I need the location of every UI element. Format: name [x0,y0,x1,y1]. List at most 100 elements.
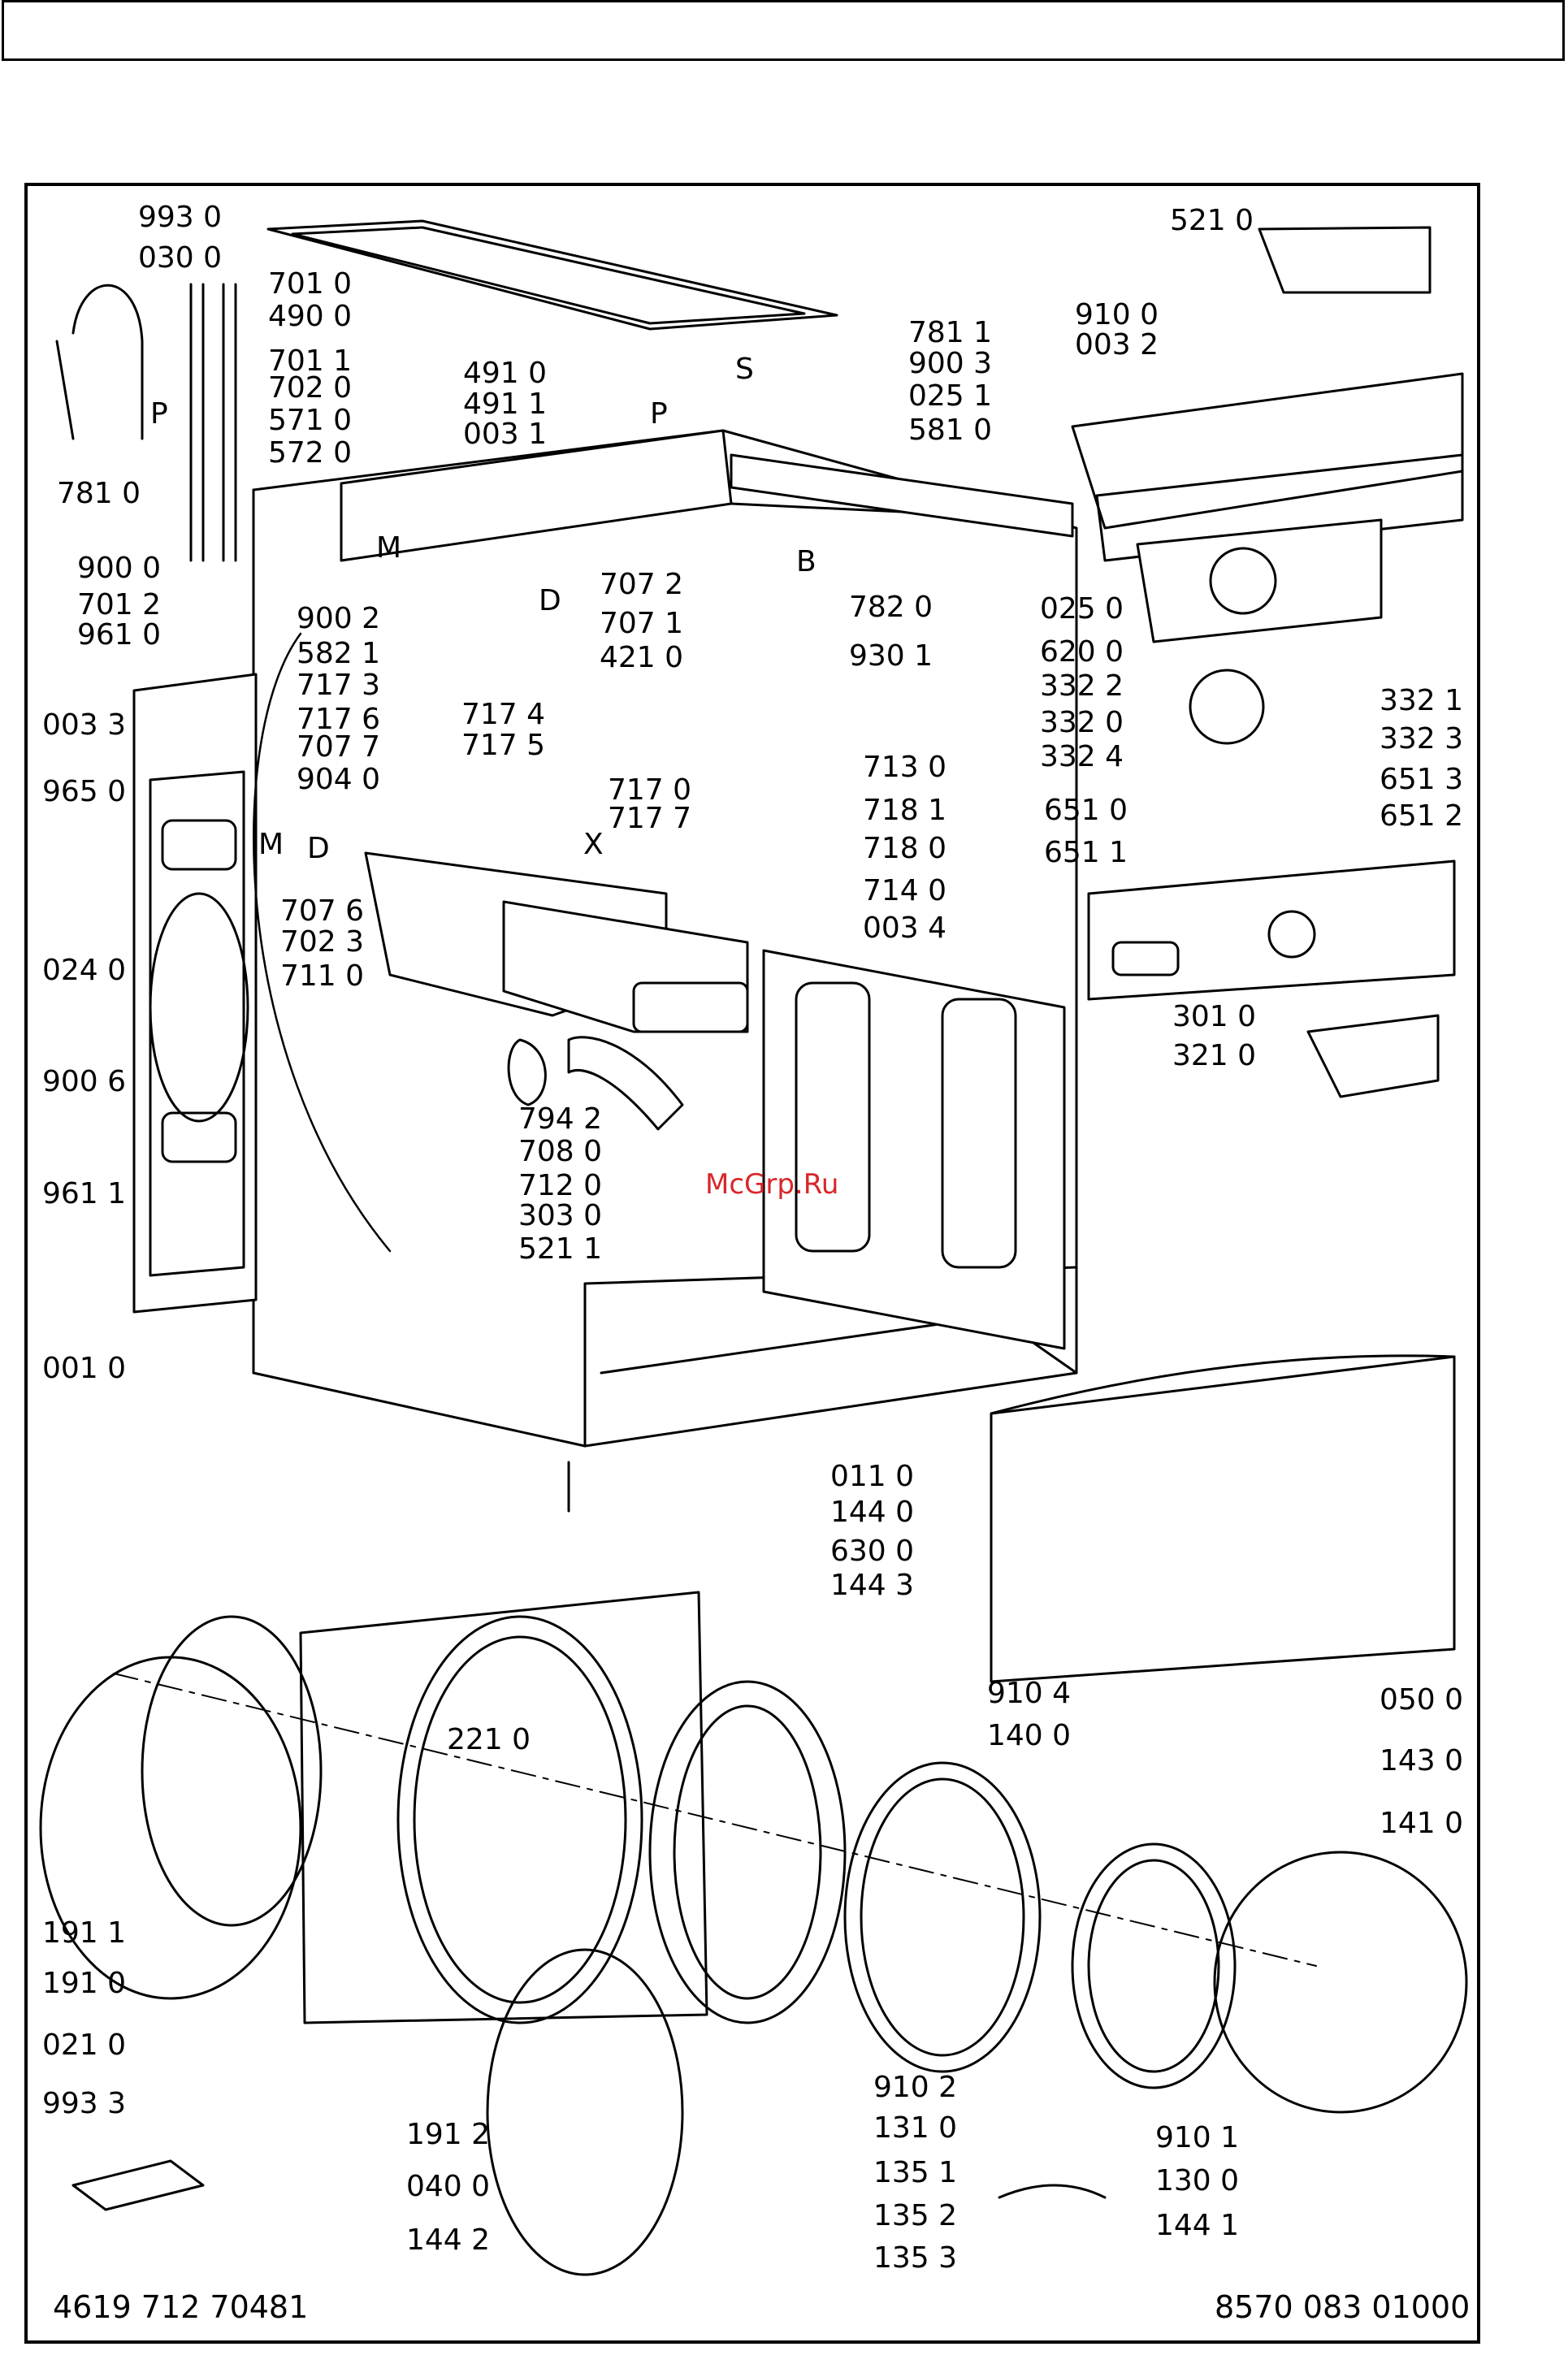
part-label: 135 1 [873,2156,958,2189]
part-label: 900 2 [297,602,381,635]
part-label: 191 1 [42,1916,127,1950]
part-label: 651 0 [1044,794,1128,827]
part-label: 581 0 [908,413,993,447]
part-label: 910 4 [987,1677,1072,1710]
control-panel [1071,226,1464,1098]
part-label: P [150,397,168,431]
part-label: 130 0 [1155,2164,1240,2197]
part-label: 021 0 [42,2028,127,2062]
part-label: 490 0 [268,300,353,333]
part-label: 993 3 [42,2087,127,2120]
part-label: 025 0 [1040,592,1124,626]
part-label: 144 0 [830,1496,915,1529]
part-label: 717 6 [297,703,381,736]
part-label: 900 3 [908,347,993,380]
part-label: 712 0 [518,1169,603,1202]
part-label: 025 1 [908,379,993,413]
part-label: 011 0 [830,1460,915,1493]
part-label: P [650,397,668,431]
front-panel [299,1591,708,2024]
part-label: 571 0 [268,404,353,437]
footer-left-code: 4619 712 70481 [53,2289,309,2325]
part-label: 714 0 [863,874,947,907]
part-label: 620 0 [1040,635,1124,669]
part-label: 131 0 [873,2111,958,2145]
part-label: X [583,828,604,861]
part-label: 630 0 [830,1535,915,1568]
part-label: M [258,828,284,861]
part-label: 491 0 [463,357,548,390]
part-label: 301 0 [1172,1000,1257,1033]
watermark: McGrp.Ru [705,1168,839,1201]
part-label: 332 0 [1040,706,1124,739]
diagram-frame [24,183,1480,2344]
part-label: 521 0 [1170,204,1254,237]
rings [39,1615,1468,2276]
part-label: 651 3 [1380,763,1464,796]
part-label: 651 2 [1380,799,1464,833]
part-label: 303 0 [518,1199,603,1232]
part-label: 717 0 [608,773,692,807]
part-label: 024 0 [42,954,127,987]
part-label: D [539,584,561,617]
part-label: 717 5 [461,729,546,762]
detergent-dispenser [364,851,749,1131]
part-label: 135 2 [873,2199,958,2232]
part-label: 191 0 [42,1967,127,2000]
part-label: 572 0 [268,436,353,470]
part-label: 965 0 [42,775,127,808]
part-label: 900 0 [77,552,162,585]
part-label: 191 2 [406,2118,491,2151]
part-label: M [376,531,402,565]
part-label: 491 1 [463,388,548,421]
part-label: 040 0 [406,2170,491,2203]
part-label: 702 0 [268,371,353,405]
part-label: B [796,545,816,578]
part-label: 332 3 [1380,722,1464,756]
part-label: 782 0 [849,591,933,624]
side-panel [132,673,258,1314]
part-label: D [307,832,330,865]
part-label: 141 0 [1380,1807,1464,1840]
hoses [55,283,237,562]
part-label: 332 1 [1380,684,1464,717]
part-label: 708 0 [518,1135,603,1168]
part-label: 707 6 [280,894,365,928]
part-label: 003 3 [42,708,127,742]
part-label: 050 0 [1380,1683,1464,1717]
part-label: 910 2 [873,2071,958,2104]
part-label: 781 0 [57,477,141,510]
part-label: S [735,353,754,386]
part-label: 651 1 [1044,836,1128,869]
part-label: 144 2 [406,2223,491,2257]
part-label: 144 1 [1155,2209,1240,2242]
part-label: 718 0 [863,832,947,865]
part-label: 910 1 [1155,2121,1240,2154]
part-label: 003 1 [463,418,548,451]
part-label: 701 0 [268,267,353,301]
part-label: 717 4 [461,698,546,731]
part-label: 221 0 [447,1723,531,1756]
part-label: 702 3 [280,925,365,959]
part-label: 582 1 [297,637,381,670]
part-label: 144 3 [830,1569,915,1602]
part-label: 332 4 [1040,740,1124,773]
footer-right-code: 8570 083 01000 [1215,2289,1471,2325]
part-label: 718 1 [863,794,947,827]
part-label: 521 1 [518,1232,603,1266]
top-lid [266,219,838,331]
part-label: 135 3 [873,2241,958,2275]
part-label: 143 0 [1380,1744,1464,1777]
part-label: 003 2 [1075,328,1159,362]
part-label: 961 1 [42,1177,127,1210]
part-label: 332 2 [1040,669,1124,703]
part-label: 701 1 [268,344,353,378]
part-label: 961 0 [77,618,162,652]
part-label: 930 1 [849,639,933,673]
part-label: 001 0 [42,1352,127,1385]
header-box [2,0,1565,61]
part-label: 717 7 [608,802,692,835]
part-label: 140 0 [987,1719,1072,1752]
part-label: 707 2 [600,568,684,601]
